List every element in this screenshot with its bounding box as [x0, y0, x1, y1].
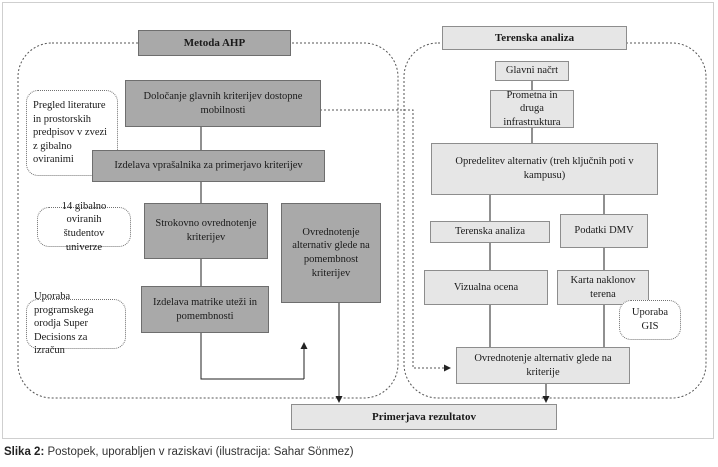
dmv-data-step: Podatki DMV [560, 214, 648, 248]
caption-text: Postopek, uporabljen v raziskavi (ilustr… [44, 446, 354, 458]
students-note: 14 gibalno oviranih študentov univerze [37, 201, 131, 253]
slope-map-step: Karta naklonov terena [557, 270, 649, 305]
compare-results-box: Primerjava rezultatov [291, 404, 557, 430]
super-decisions-note: Uporaba programskega orodja Super Decisi… [26, 291, 126, 356]
define-alternatives-step: Opredelitev alternativ (treh ključnih po… [431, 143, 658, 195]
main-criteria-step: Določanje glavnih kriterijev dostopne mo… [125, 80, 321, 127]
main-plan-step: Glavni načrt [495, 61, 569, 81]
visual-assessment-step: Vizualna ocena [424, 270, 548, 305]
field-analysis-step: Terenska analiza [430, 221, 550, 243]
figure-caption: Slika 2: Postopek, uporabljen v raziskav… [4, 446, 354, 458]
field-analysis-header: Terenska analiza [442, 26, 627, 50]
evaluate-alternatives-importance-step: Ovrednotenje alternativ glede na pomembn… [281, 203, 381, 303]
caption-label: Slika 2: [4, 446, 45, 458]
evaluate-alternatives-criteria-step: Ovrednotenje alternativ glede na kriteri… [456, 347, 630, 384]
ahp-method-header: Metoda AHP [138, 30, 291, 56]
figure-frame [2, 2, 714, 439]
traffic-infrastructure-step: Prometna in druga infrastruktura [490, 90, 574, 128]
questionnaire-step: Izdelava vprašalnika za primerjavo krite… [92, 150, 325, 182]
gis-note: Uporaba GIS [619, 300, 681, 340]
weight-matrix-step: Izdelava matrike uteži in pomembnosti [141, 286, 269, 333]
expert-evaluation-step: Strokovno ovrednotenje kriterijev [144, 203, 268, 259]
